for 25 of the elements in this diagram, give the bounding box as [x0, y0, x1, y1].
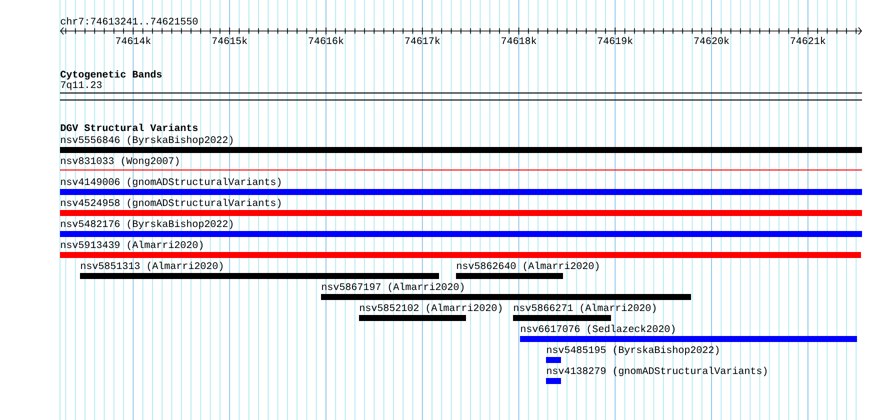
tick-label: 74619k [598, 36, 633, 44]
variant-label: nsv4149006 (gnomADStructuralVariants) [61, 178, 281, 188]
variant-label: nsv5556846 (ByrskaBishop2022) [61, 136, 233, 146]
tick-label: 74620k [694, 36, 729, 44]
variant-label: nsv5913439 (Almarri2020) [61, 240, 203, 250]
position-label: chr7:74613241..74621550 [60, 17, 198, 25]
tick-label: 74616k [308, 36, 344, 44]
variant-label: nsv831033 (Wong2007) [61, 156, 179, 166]
tick-label: 74618k [502, 36, 536, 44]
variant-label: nsv5866271 (Almarri2020) [514, 304, 656, 314]
track-title: DGV Structural Variants [60, 124, 198, 132]
variant-label: nsv5852102 (Almarri2020) [360, 304, 502, 314]
band-label: 7q11.23 [60, 81, 102, 90]
variant-label: nsv4524958 (gnomADStructuralVariants) [61, 198, 281, 208]
tick-label: 74615k [212, 36, 248, 44]
variant-label: nsv5485195 (ByrskaBishop2022) [547, 346, 719, 356]
tick-label: 74621k [790, 36, 826, 44]
variant-label: nsv6617076 (Sedlazeck2020) [521, 324, 675, 334]
tick-label: 74617k [405, 36, 440, 44]
variant-label: nsv5862640 (Almarri2020) [457, 262, 599, 272]
variant-label: nsv5851313 (Almarri2020) [81, 262, 223, 272]
variant-label: nsv5482176 (ByrskaBishop2022) [61, 220, 233, 230]
tick-label: 74614k [116, 36, 151, 44]
variant-label: nsv5867197 (Almarri2020) [322, 282, 464, 292]
variant-label: nsv4138279 (gnomADStructuralVariants) [547, 366, 767, 376]
